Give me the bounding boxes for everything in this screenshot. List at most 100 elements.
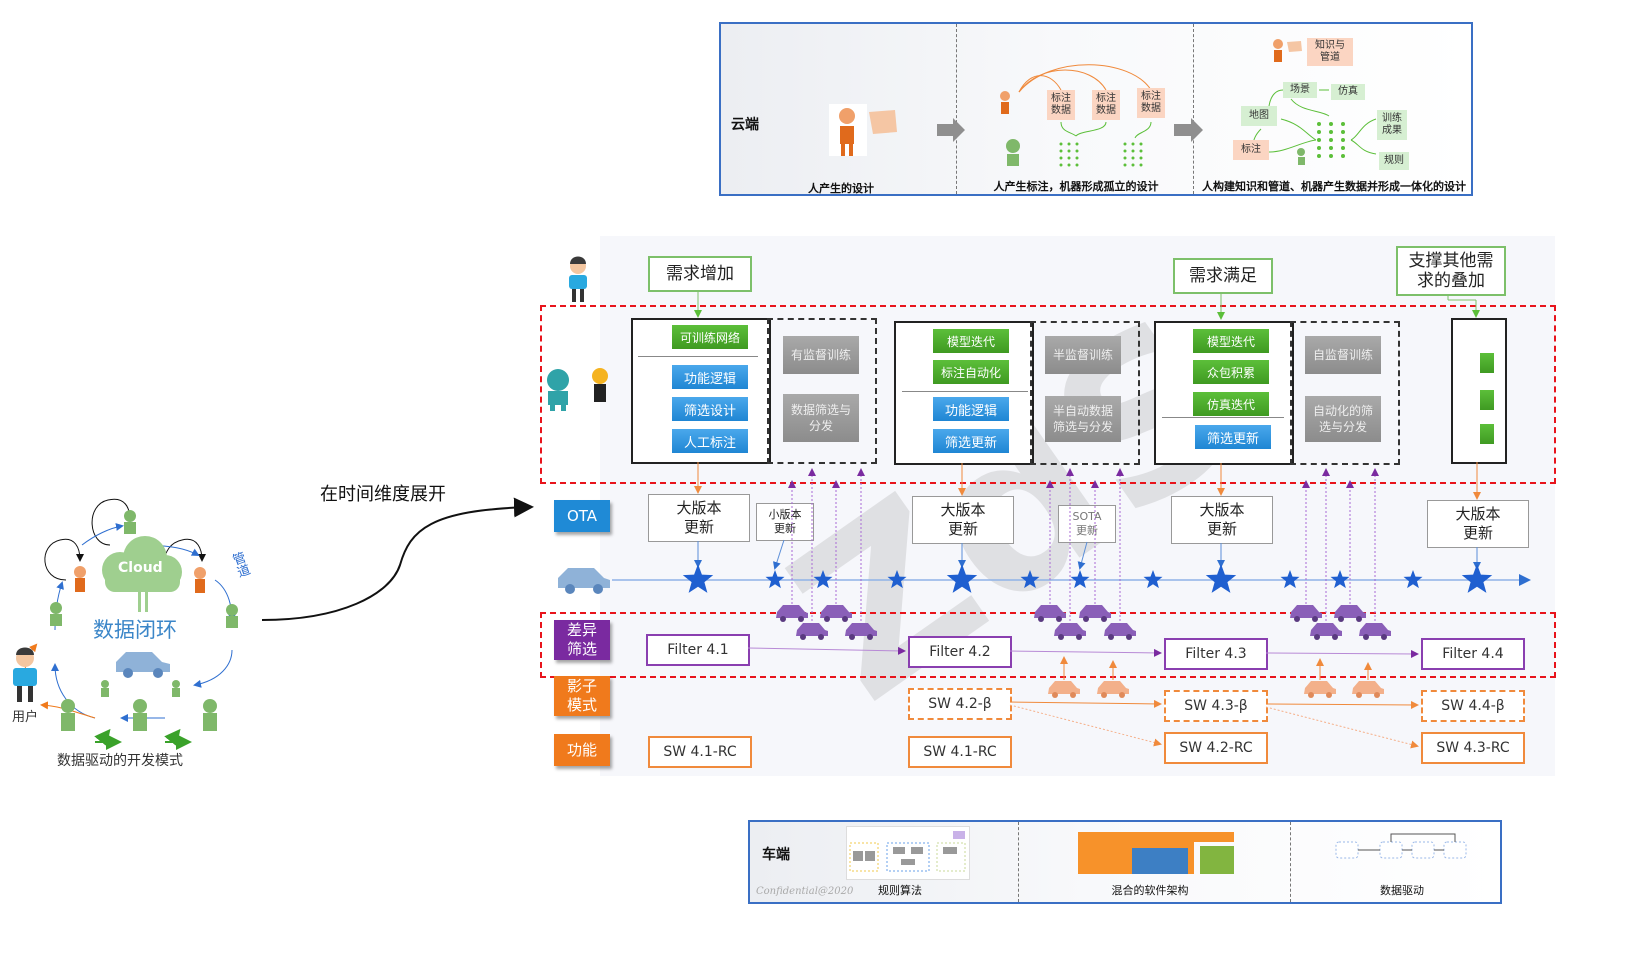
node-sim: 仿真 [1331, 84, 1365, 100]
stage-2-gray-top: 半监督训练 [1045, 336, 1121, 374]
shadow-version-box: SW 4.2-β [908, 688, 1012, 720]
release-star-icon [1280, 570, 1300, 589]
robot-icon [547, 369, 569, 411]
stage-1-blue-item: 功能逻辑 [672, 365, 748, 389]
cloud-panel-label: 云端 [731, 117, 759, 133]
cloud-arrows [937, 39, 1377, 167]
node-label: 标注 [1233, 140, 1269, 160]
shadow-version-box: SW 4.4-β [1421, 690, 1525, 722]
row-label-diff-filter: 差异 筛选 [554, 620, 610, 660]
section-caption: 人产生标注，机器形成孤立的设计 [993, 180, 1159, 193]
filter-box: Filter 4.3 [1164, 638, 1268, 670]
row-label-ota: OTA [554, 500, 610, 532]
divider [638, 356, 758, 357]
filter-box: Filter 4.4 [1421, 638, 1525, 670]
function-version-box: SW 4.1-RC [908, 736, 1012, 768]
release-star-icon [682, 564, 714, 593]
user-label: 用户 [12, 710, 39, 725]
release-star-icon [1020, 570, 1040, 589]
section-caption: 规则算法 [878, 884, 922, 897]
release-star-icon [1143, 570, 1163, 589]
node-scene: 场景 [1283, 82, 1317, 98]
callout-support-other: 支撑其他需 求的叠加 [1396, 246, 1506, 296]
stage-2-blue-item: 筛选更新 [933, 429, 1009, 453]
fleet-car-icon [1334, 605, 1366, 622]
ota-sota-update: SOTA 更新 [1058, 505, 1116, 543]
stage-2-training-box [1030, 321, 1140, 465]
fleet-car-icon [845, 623, 877, 640]
fleet-car-icon [1359, 623, 1391, 640]
stage-3-training-box [1290, 321, 1400, 465]
callout-demand-increase: 需求增加 [648, 256, 752, 292]
data-loop-diagram [13, 497, 534, 750]
stage-3-gray-bottom: 自动化的筛 选与分发 [1305, 396, 1381, 442]
divider [1018, 822, 1019, 902]
release-star-icon [1461, 564, 1493, 593]
fleet-car-icon [1054, 623, 1086, 640]
release-star-icon [1330, 570, 1350, 589]
engineer-icon [74, 566, 206, 593]
label-data-box: 标注 数据 [1137, 88, 1165, 118]
shadow-car-icon [1304, 681, 1336, 698]
callout-demand-met: 需求满足 [1173, 258, 1273, 294]
user-icon [569, 256, 587, 302]
stage-2-blue-item: 功能逻辑 [933, 397, 1009, 421]
filter-box: Filter 4.2 [908, 636, 1012, 668]
stage-3-green-item: 模型迭代 [1193, 329, 1269, 353]
shadow-car-icon [1048, 681, 1080, 698]
function-version-box: SW 4.2-RC [1164, 732, 1268, 764]
gray-arrow-icon [937, 118, 965, 142]
stage-2-green-item: 标注自动化 [933, 360, 1009, 384]
car-icon [558, 568, 610, 594]
filter-box: Filter 4.1 [646, 634, 750, 666]
ota-major-update: 大版本 更新 [912, 496, 1014, 544]
robot-icon [1297, 148, 1305, 165]
engineer-icon [592, 368, 608, 402]
stage-1-training-box [767, 318, 877, 464]
release-star-icon [1205, 564, 1237, 593]
node-map: 地图 [1241, 106, 1277, 126]
shadow-car-icon [1352, 681, 1384, 698]
stage-1-blue-item: 筛选设计 [672, 397, 748, 421]
ota-major-update: 大版本 更新 [1171, 496, 1273, 544]
stage-3-green-item: 仿真迭代 [1193, 392, 1269, 416]
expand-curve [261, 497, 534, 621]
loop-caption: 数据驱动的开发模式 [57, 753, 183, 769]
vehicle-panel: 车端 规则算法 Confidential@2020 混合的软件架构 [748, 820, 1502, 904]
row-label-function: 功能 [554, 734, 610, 766]
divider [1193, 24, 1194, 194]
label-data-box: 标注 数据 [1092, 90, 1120, 120]
cloud-icon [102, 536, 182, 612]
stage-1-gray-bottom: 数据筛选与 分发 [783, 394, 859, 442]
stage-1-gray-top: 有监督训练 [783, 336, 859, 374]
fleet-car-icon [820, 605, 852, 622]
fleet-car-icon [796, 623, 828, 640]
stage-4-green-item [1480, 390, 1494, 410]
row-label-shadow-mode: 影子 模式 [554, 676, 610, 716]
release-star-icon [813, 570, 833, 589]
cloud-panel: 云端 人产生的设计 [719, 22, 1473, 196]
stage-1-green-item: 可训练网络 [672, 325, 748, 349]
user-icon [13, 647, 37, 702]
release-star-icon [765, 570, 785, 589]
stage-3-gray-top: 自监督训练 [1305, 336, 1381, 374]
rule-algorithm-diagram [846, 826, 970, 880]
robot-icon [50, 510, 238, 731]
release-star-icon [946, 564, 978, 593]
section-caption: 数据驱动 [1380, 884, 1424, 897]
node-training-result: 训练 成果 [1377, 110, 1407, 140]
node-rules: 规则 [1379, 152, 1409, 170]
ota-minor-update: 小版本 更新 [756, 503, 814, 541]
stage-2-green-item: 模型迭代 [933, 329, 1009, 353]
release-star-icon [1070, 570, 1090, 589]
car-icon [116, 652, 170, 678]
stage-3-blue-item: 筛选更新 [1195, 425, 1271, 449]
release-star-icon [1403, 570, 1423, 589]
gray-arrow-icon [1174, 118, 1203, 142]
section-caption: 混合的软件架构 [1111, 884, 1189, 897]
fleet-car-icon [1290, 605, 1322, 622]
divider [1290, 822, 1291, 902]
ota-major-update: 大版本 更新 [1427, 500, 1529, 548]
